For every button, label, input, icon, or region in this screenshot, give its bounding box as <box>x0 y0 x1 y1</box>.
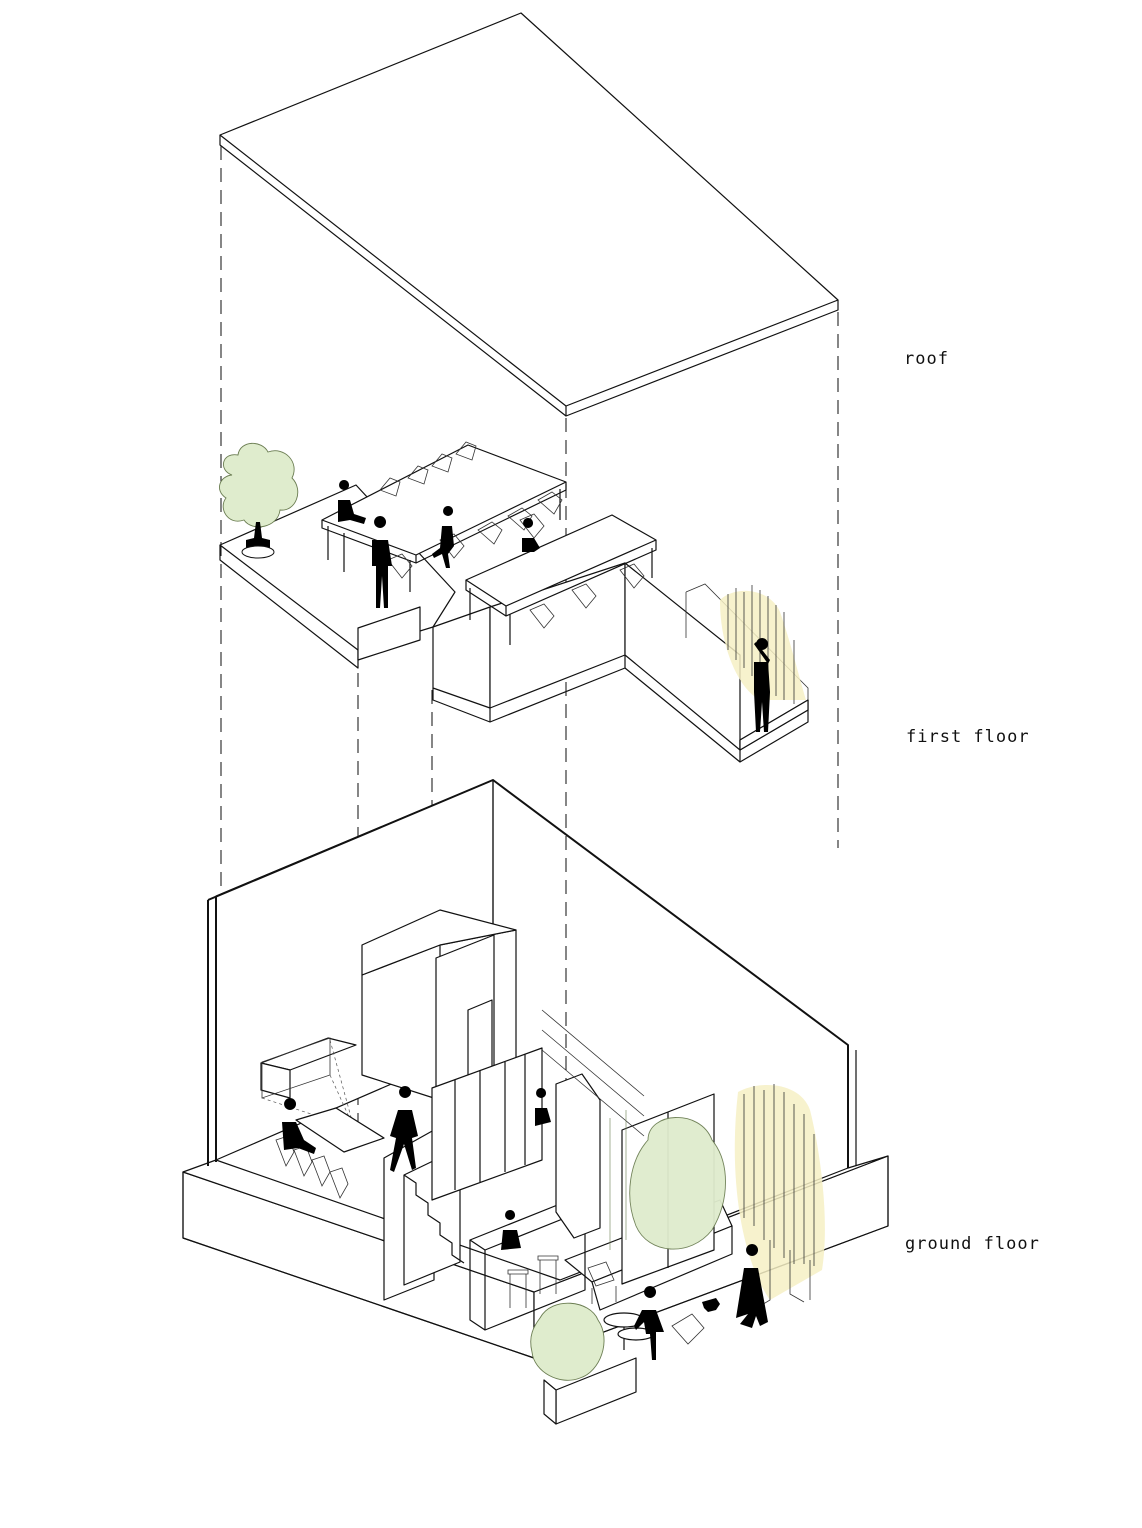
first-floor-tree-icon <box>219 442 299 559</box>
roof-label: roof <box>904 349 949 369</box>
first-floor-people <box>338 480 770 732</box>
roof-slab <box>219 12 839 417</box>
ground-floor-meeting-table <box>275 1107 385 1199</box>
ground-floor-people <box>282 1086 768 1360</box>
first-floor-label: first floor <box>906 727 1030 747</box>
ground-floor-planter-tree-icon <box>530 1302 637 1425</box>
ground-floor-tree-icon <box>609 1110 726 1250</box>
ground-floor-stairs <box>383 1047 543 1301</box>
first-floor-slab <box>219 484 809 763</box>
ground-floor-label: ground floor <box>905 1234 1040 1254</box>
first-floor-table-front <box>465 514 657 645</box>
ground-floor-plant-wall-icon <box>734 1084 825 1307</box>
